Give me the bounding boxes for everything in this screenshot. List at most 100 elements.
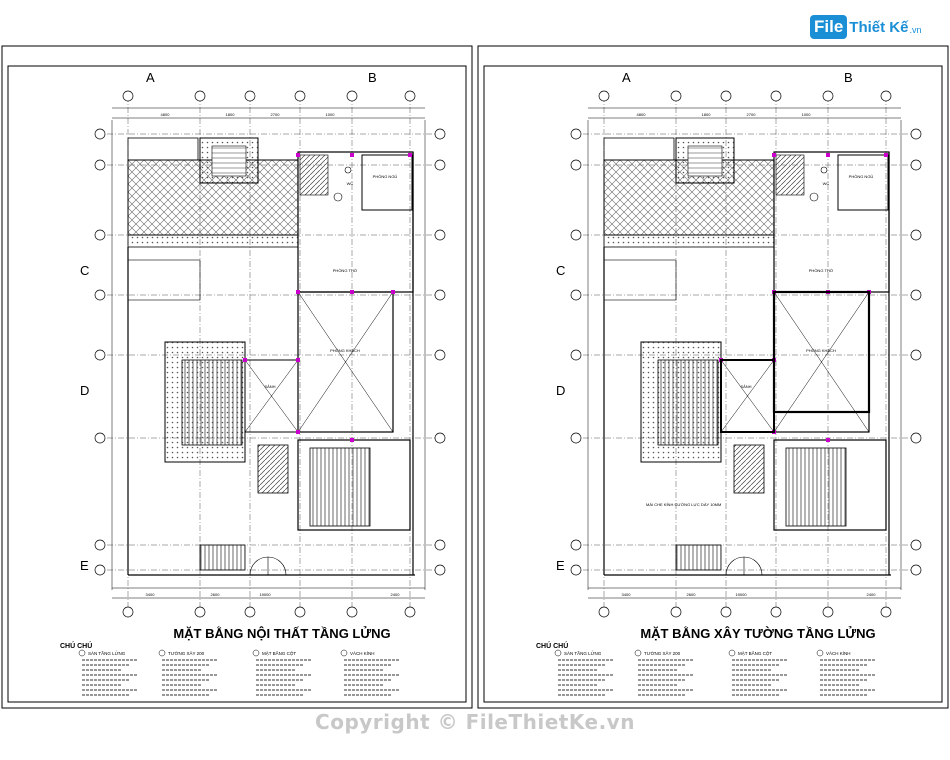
grid-bubble — [94, 564, 106, 576]
column-marker — [296, 153, 300, 157]
grid-bubble — [570, 539, 582, 551]
logo-suffix: .vn — [909, 25, 922, 35]
room-label: PHÒNG NGỦ — [373, 174, 398, 179]
axis-label-a: A — [622, 70, 631, 85]
grid-bubble — [434, 539, 446, 551]
entry-steps — [199, 544, 246, 571]
grid-bubble — [720, 90, 732, 102]
grid-bubble — [570, 128, 582, 140]
legend-heading: SÀN TẦNG LỬNG — [564, 650, 602, 656]
dimension-label-top: 1800 — [702, 112, 712, 117]
toilet-fixture — [809, 192, 819, 202]
grid-bubble — [404, 90, 416, 102]
legend-heading: TƯỜNG XÂY 200 — [644, 650, 681, 656]
room-label: PHÒNG NGỦ — [849, 174, 874, 179]
legend-title: CHÚ CHÚ — [536, 641, 568, 650]
grid-bubble — [598, 90, 610, 102]
legend-heading: MẶT BẰNG CỘT — [262, 649, 296, 656]
legend-heading: TƯỜNG XÂY 200 — [168, 650, 205, 656]
grid-bubble — [244, 606, 256, 618]
sink-fixture — [820, 166, 828, 174]
grid-bubble — [346, 606, 358, 618]
stair-core — [687, 145, 723, 177]
brand-logo: File Thiết Kế .vn — [810, 10, 922, 44]
stair-treads — [181, 359, 243, 446]
legend-symbol — [728, 649, 736, 657]
room-label: PHÒNG THỜ — [809, 268, 834, 273]
legend-heading: MẶT BẰNG CỘT — [738, 649, 772, 656]
column-marker — [884, 153, 888, 157]
axis-label-row: D — [80, 383, 89, 398]
grid-bubble — [570, 564, 582, 576]
legend-title: CHÚ CHÚ — [60, 641, 92, 650]
dimension-label-bottom: 19000 — [735, 592, 747, 597]
inner-frame — [483, 65, 943, 703]
dimension-label-top: 2700 — [747, 112, 757, 117]
toilet-fixture — [333, 192, 343, 202]
dimension-label-bottom: 2400 — [867, 592, 877, 597]
grid-bubble — [94, 229, 106, 241]
top-room — [603, 137, 675, 161]
legend-heading: SÀN TẦNG LỬNG — [88, 650, 126, 656]
column-marker — [350, 153, 354, 157]
room-label: SẢNH — [740, 384, 751, 389]
room-bed — [837, 154, 889, 211]
grid-bubble — [294, 90, 306, 102]
grid-bubble — [194, 90, 206, 102]
column-marker — [296, 358, 300, 362]
room-label: PHÒNG KHÁCH — [330, 348, 360, 353]
copyright-watermark: Copyright © FileThietKe.vn — [315, 710, 635, 734]
grid-bubble — [434, 159, 446, 171]
legend-symbol — [634, 649, 642, 657]
left-room — [127, 259, 201, 301]
grid-bubble — [294, 606, 306, 618]
dimension-label-bottom: 19000 — [259, 592, 271, 597]
logo-text: Thiết Kế — [849, 18, 909, 36]
balcony-strip — [603, 234, 775, 248]
grid-bubble — [598, 606, 610, 618]
landing-cross — [720, 359, 775, 433]
room-label: SẢNH — [264, 384, 275, 389]
legend-symbol — [340, 649, 348, 657]
axis-label-b: B — [844, 70, 853, 85]
room-label: PHÒNG THỜ — [333, 268, 358, 273]
left-room — [603, 259, 677, 301]
column-marker — [826, 153, 830, 157]
grid-bubble — [434, 564, 446, 576]
door-swing — [249, 556, 287, 576]
dimension-label-bottom: 2400 — [391, 592, 401, 597]
dimension-label-top: 1800 — [226, 112, 236, 117]
column-marker — [296, 290, 300, 294]
grid-bubble — [910, 564, 922, 576]
balcony-strip — [127, 234, 299, 248]
column-marker — [772, 153, 776, 157]
grid-bubble — [434, 128, 446, 140]
grid-bubble — [670, 90, 682, 102]
grid-bubble — [670, 606, 682, 618]
grid-bubble — [910, 289, 922, 301]
small-stair — [257, 444, 289, 494]
grid-bubble — [94, 539, 106, 551]
grid-bubble — [434, 229, 446, 241]
drawing-title: MẶT BẰNG XÂY TƯỜNG TẦNG LỬNG — [640, 626, 875, 641]
axis-label-b: B — [368, 70, 377, 85]
grid-bubble — [822, 606, 834, 618]
legend-symbol — [816, 649, 824, 657]
dimension-label-bottom: 3400 — [146, 592, 156, 597]
axis-label-row: E — [556, 558, 565, 573]
sink-fixture — [344, 166, 352, 174]
new-wall — [772, 290, 871, 414]
stair-core — [211, 145, 247, 177]
logo-mark: File — [810, 15, 848, 39]
grid-bubble — [94, 349, 106, 361]
dimension-label-top: 1000 — [326, 112, 336, 117]
top-room — [127, 137, 199, 161]
grid-bubble — [910, 128, 922, 140]
axis-label-row: D — [556, 383, 565, 398]
lower-treads — [785, 447, 847, 527]
grid-bubble — [194, 606, 206, 618]
